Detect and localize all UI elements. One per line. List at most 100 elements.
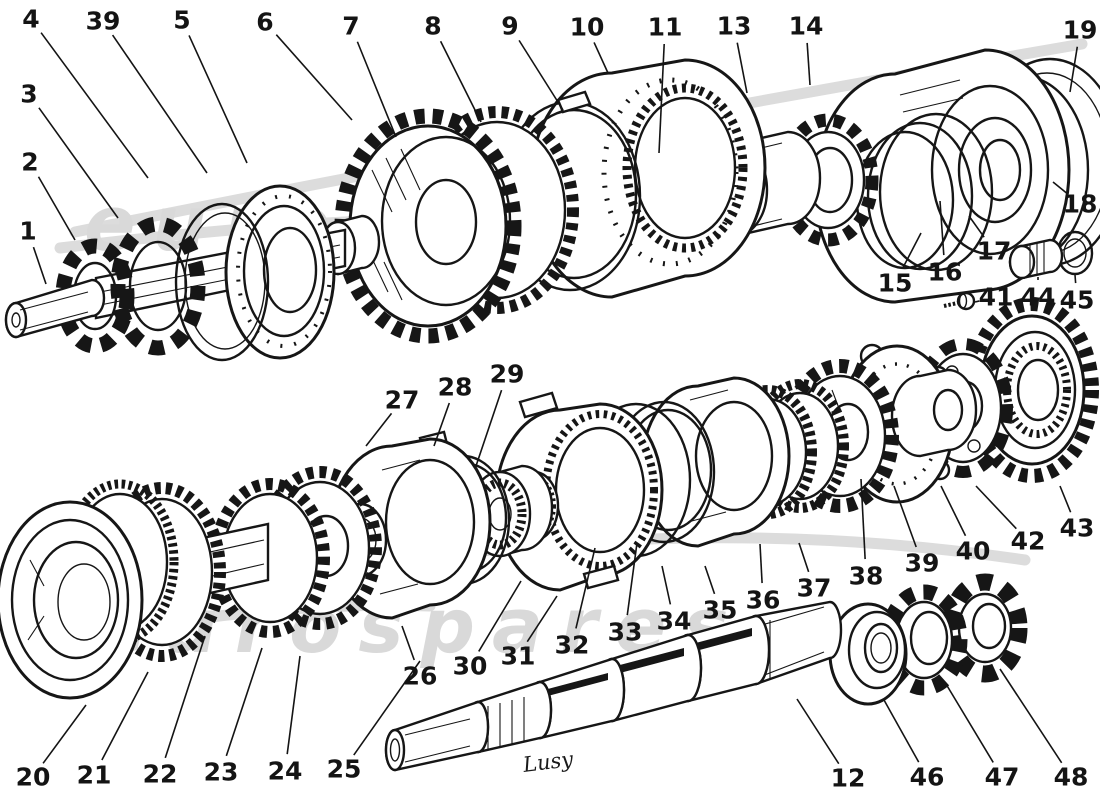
- leader-line: [902, 232, 922, 269]
- callout-number: 45: [1060, 286, 1095, 315]
- callout-number: 27: [385, 386, 420, 415]
- leader-line: [275, 34, 353, 121]
- callout-number: 35: [703, 596, 738, 625]
- callout-20: 20: [16, 704, 87, 792]
- callout-22: 22: [143, 635, 206, 789]
- leader-line: [164, 635, 206, 759]
- callout-number: 32: [555, 631, 590, 660]
- callout-39: 39: [893, 485, 940, 578]
- callout-24: 24: [268, 655, 303, 786]
- callout-39: 39: [86, 7, 208, 174]
- callout-5: 5: [173, 6, 248, 164]
- part-41-spring-screw: [943, 291, 976, 311]
- leader-line: [439, 40, 482, 123]
- callout-number: 37: [797, 574, 832, 603]
- leader-line: [939, 200, 945, 256]
- callout-number: 9: [501, 12, 518, 41]
- callout-number: 22: [143, 760, 178, 789]
- part-34-35-drum: [640, 376, 791, 548]
- callout-29: 29: [475, 360, 525, 467]
- callout-number: 13: [717, 12, 752, 41]
- leader-line: [1069, 46, 1079, 93]
- part-5-bearing: [224, 184, 336, 360]
- leader-line: [626, 542, 638, 616]
- callout-number: 16: [928, 258, 963, 287]
- leader-line: [38, 107, 119, 219]
- callout-44: 44: [1021, 277, 1055, 312]
- leader-line: [478, 580, 522, 652]
- leader-line: [526, 595, 558, 643]
- callout-25: 25: [327, 660, 421, 784]
- leader-line: [286, 655, 301, 755]
- callout-number: 5: [173, 6, 190, 35]
- leader-line: [188, 35, 248, 164]
- part-15-19-synchro-housing: [813, 48, 1100, 304]
- callout-45: 45: [1060, 274, 1095, 315]
- part-48-sprocket-gear: [942, 573, 1028, 683]
- callout-19: 19: [1063, 16, 1098, 93]
- leader-line: [798, 542, 810, 573]
- callout-number: 24: [268, 757, 303, 786]
- leader-line: [475, 389, 503, 467]
- callout-number: 7: [342, 12, 359, 41]
- callout-33: 33: [608, 542, 642, 647]
- part-12-output-shaft: [384, 600, 843, 772]
- callout-42: 42: [975, 485, 1046, 556]
- callout-number: 38: [849, 562, 884, 591]
- leader-line: [1074, 274, 1077, 284]
- callout-3: 3: [20, 80, 119, 219]
- part-46-flanged-washer: [828, 602, 908, 706]
- leader-line: [111, 34, 208, 174]
- callout-18: 18: [1052, 181, 1097, 219]
- callout-number: 39: [905, 549, 940, 578]
- leader-line: [860, 478, 866, 560]
- callout-37: 37: [797, 542, 832, 603]
- callout-number: 10: [570, 13, 605, 42]
- callout-13: 13: [717, 12, 752, 94]
- leader-line: [975, 485, 1017, 530]
- leader-line: [806, 42, 811, 86]
- callout-number: 36: [746, 586, 781, 615]
- callout-number: 12: [831, 764, 866, 793]
- leader-line: [101, 671, 149, 761]
- part-1-shaft-tip: [4, 278, 106, 339]
- callout-number: 8: [424, 12, 441, 41]
- callout-1: 1: [19, 217, 47, 285]
- callout-number: 20: [16, 763, 51, 792]
- callout-number: 40: [956, 537, 991, 566]
- callout-number: 47: [985, 763, 1020, 792]
- callout-31: 31: [501, 595, 558, 671]
- callout-number: 29: [490, 360, 525, 389]
- callout-14: 14: [789, 12, 824, 86]
- leader-line: [353, 660, 421, 756]
- callout-9: 9: [501, 12, 564, 111]
- callout-35: 35: [703, 565, 738, 625]
- callout-number: 4: [22, 5, 39, 34]
- callout-number: 14: [789, 12, 824, 41]
- leader-line: [518, 39, 564, 111]
- callout-number: 26: [403, 662, 438, 691]
- callout-40: 40: [940, 485, 991, 566]
- callout-number: 34: [657, 607, 692, 636]
- leader-line: [883, 699, 920, 763]
- callout-34: 34: [657, 565, 692, 636]
- callout-number: 31: [501, 642, 536, 671]
- callout-23: 23: [204, 647, 263, 787]
- callout-number: 3: [20, 80, 37, 109]
- callout-4: 4: [22, 5, 149, 179]
- leader-line: [974, 300, 980, 303]
- leader-line: [945, 683, 994, 763]
- callout-number: 39: [86, 7, 121, 36]
- leader-line: [704, 565, 716, 595]
- callout-43: 43: [1059, 485, 1095, 543]
- callout-30: 30: [453, 580, 522, 681]
- callout-46: 46: [883, 699, 944, 792]
- leader-line: [40, 32, 149, 179]
- leader-line: [658, 43, 665, 154]
- callout-number: 42: [1011, 527, 1046, 556]
- callout-48: 48: [999, 668, 1088, 792]
- callout-number: 19: [1063, 16, 1098, 45]
- callout-number: 43: [1060, 514, 1095, 543]
